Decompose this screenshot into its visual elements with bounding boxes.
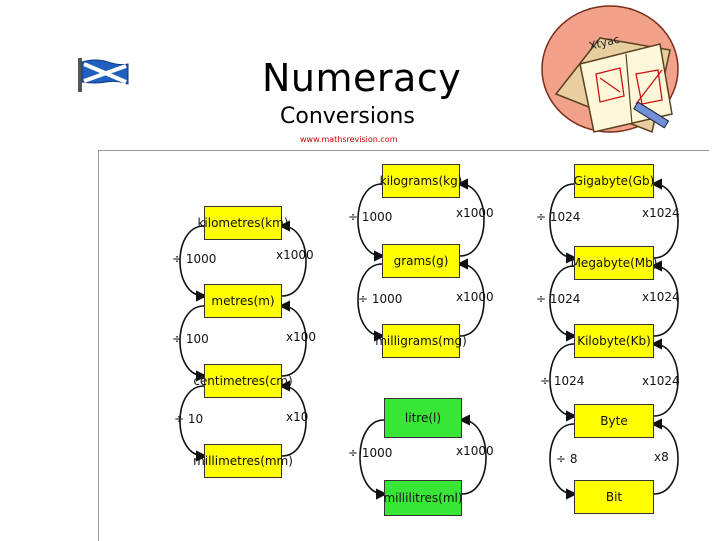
- op-multiply-mb-kb: x1024: [642, 290, 680, 304]
- unit-box-byte: Byte: [574, 404, 654, 438]
- unit-box-metres: metres (m): [204, 284, 282, 318]
- op-multiply-m-cm: x100: [286, 330, 317, 344]
- op-multiply-km-m: x1000: [276, 248, 314, 262]
- op-divide-km-m: ÷ 1000: [172, 252, 217, 266]
- svg-text:Xtyac: Xtyac: [588, 33, 621, 53]
- op-multiply-byte-bit: x8: [654, 450, 669, 464]
- unit-box-litre: litre (l): [384, 398, 462, 438]
- op-divide-g-mg: ÷ 1000: [358, 292, 403, 306]
- op-divide-m-cm: ÷ 100: [172, 332, 209, 346]
- unit-box-gigabyte: Gigabyte (Gb): [574, 164, 654, 198]
- unit-box-bit: Bit: [574, 480, 654, 514]
- op-divide-gb-mb: ÷ 1024: [536, 210, 581, 224]
- page-title: Numeracy: [262, 56, 462, 100]
- op-multiply-gb-mb: x1024: [642, 206, 680, 220]
- unit-box-millilitres: millilitres (ml): [383, 480, 463, 516]
- unit-box-grams: grams (g): [382, 244, 460, 278]
- op-divide-cm-mm: ÷ 10: [174, 412, 204, 426]
- unit-box-milligrams: milligrams (mg): [375, 324, 467, 358]
- op-divide-kg-g: ÷ 1000: [348, 210, 393, 224]
- page-subtitle: Conversions: [280, 104, 415, 129]
- unit-box-centimetres: centimetres (cm): [193, 364, 293, 398]
- website-link[interactable]: www.mathsrevision.com: [300, 135, 398, 144]
- unit-box-millimetres: millimetres (mm): [193, 444, 293, 478]
- op-divide-l-ml: ÷ 1000: [348, 446, 393, 460]
- op-divide-kb-byte: ÷ 1024: [540, 374, 585, 388]
- unit-box-kilometres: kilometres (km): [197, 206, 289, 240]
- op-multiply-kg-g: x1000: [456, 206, 494, 220]
- op-divide-byte-bit: ÷ 8: [556, 452, 578, 466]
- unit-box-kilobyte: Kilobyte (Kb): [574, 324, 654, 358]
- op-divide-mb-kb: ÷ 1024: [536, 292, 581, 306]
- conversion-panel: [98, 150, 709, 541]
- unit-box-megabyte: Megabyte (Mb): [571, 246, 657, 280]
- op-multiply-cm-mm: x10: [286, 410, 309, 424]
- unit-box-kilograms: kilograms (kg): [380, 164, 462, 198]
- op-multiply-g-mg: x1000: [456, 290, 494, 304]
- op-multiply-kb-byte: x1024: [642, 374, 680, 388]
- op-multiply-l-ml: x1000: [456, 444, 494, 458]
